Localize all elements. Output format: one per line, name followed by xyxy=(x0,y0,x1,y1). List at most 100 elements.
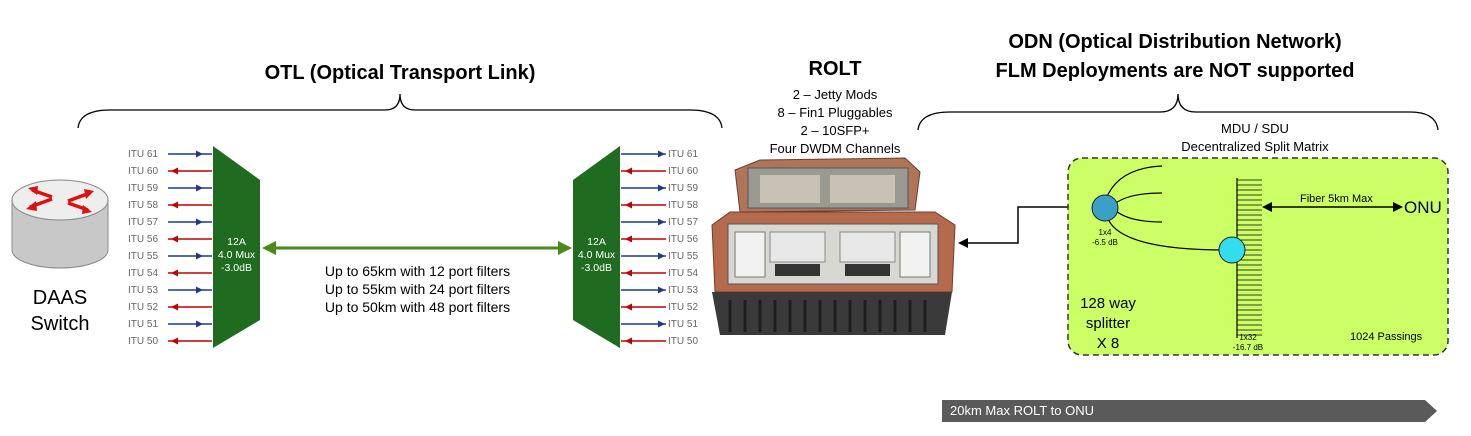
left-channel-arrow xyxy=(168,184,212,192)
left-channel-label: ITU 61 xyxy=(128,149,159,160)
rolt-spec-dwdm: Four DWDM Channels xyxy=(769,141,901,156)
reach-12-port: Up to 65km with 12 port filters xyxy=(324,263,511,279)
right-channel-label: ITU 50 xyxy=(668,336,699,347)
right-channel-label: ITU 61 xyxy=(668,149,699,160)
left-channel-arrow xyxy=(168,235,212,243)
rolt-spec-jetty: 2 – Jetty Mods xyxy=(792,87,878,102)
otl-title: OTL (Optical Transport Link) xyxy=(264,62,536,84)
left-channel-arrow xyxy=(168,167,212,175)
odn-subtitle: FLM Deployments are NOT supported xyxy=(995,60,1355,82)
right-channel-arrow xyxy=(621,320,666,328)
left-channel-label: ITU 57 xyxy=(128,217,159,228)
right-channel-label: ITU 54 xyxy=(668,268,699,279)
right-channel-label: ITU 55 xyxy=(668,251,699,262)
right-channel-label: ITU 57 xyxy=(668,217,699,228)
right-channel-arrow xyxy=(621,218,666,226)
right-mux-label: 12A 4.0 Mux -3.0dB xyxy=(573,236,620,275)
rolt-specs: 2 – Jetty Mods 8 – Fin1 Pluggables 2 – 1… xyxy=(735,86,935,158)
reach-24-port: Up to 55km with 24 port filters xyxy=(324,281,511,297)
splitter-count-label: 128 way splitter X 8 xyxy=(1075,294,1141,354)
right-mux-loss: -3.0dB xyxy=(581,262,612,274)
daas-label-line1: DAAS xyxy=(32,287,88,309)
onu-label: ONU xyxy=(1404,198,1442,217)
left-channel-label: ITU 59 xyxy=(128,183,159,194)
splitter1-ratio: 1x4 xyxy=(1098,228,1112,237)
left-channel-label: ITU 56 xyxy=(128,234,159,245)
rolt-spec-sfp: 2 – 10SFP+ xyxy=(800,123,870,138)
left-channel-label: ITU 50 xyxy=(128,336,159,347)
splitter-1x4 xyxy=(1091,194,1119,222)
left-channel-arrow xyxy=(168,337,212,345)
splitter1-label: 1x4 -6.5 dB xyxy=(1084,228,1126,248)
daas-label-line2: Switch xyxy=(30,313,90,335)
fiber-label: Fiber 5km Max xyxy=(1300,193,1373,205)
range-arrow xyxy=(942,400,1437,422)
odn-brace xyxy=(917,93,1439,131)
left-channel-label: ITU 53 xyxy=(128,285,159,296)
rolt-spec-fin1: 8 – Fin1 Pluggables xyxy=(777,105,893,120)
right-mux-filter xyxy=(573,146,620,348)
reach-48-port: Up to 50km with 48 port filters xyxy=(324,299,511,315)
left-channel-arrow xyxy=(168,303,212,311)
right-channel-label: ITU 60 xyxy=(668,166,699,177)
splitter-count-line1: 128 way xyxy=(1080,295,1136,312)
left-channel-arrow xyxy=(168,286,212,294)
router-icon xyxy=(11,179,109,269)
splitter2-loss: -16.7 dB xyxy=(1232,343,1264,352)
range-label: 20km Max ROLT to ONU xyxy=(950,403,1094,418)
right-channel-arrow xyxy=(621,337,666,345)
left-channel-arrow xyxy=(168,252,212,260)
left-channel-label: ITU 60 xyxy=(128,166,159,177)
left-mux-loss: -3.0dB xyxy=(221,262,252,274)
right-channel-label: ITU 52 xyxy=(668,302,699,313)
right-channel-arrow xyxy=(621,235,666,243)
left-channel-arrow xyxy=(168,269,212,277)
left-channel-arrow xyxy=(168,320,212,328)
right-channel-arrow xyxy=(621,167,666,175)
right-channel-label: ITU 51 xyxy=(668,319,699,330)
left-channel-label: ITU 54 xyxy=(128,268,159,279)
right-mux-type: 4.0 Mux xyxy=(577,249,616,261)
daas-switch-label: DAAS Switch xyxy=(18,285,102,337)
rolt-title: ROLT xyxy=(808,58,862,80)
splitter-count-line3: X 8 xyxy=(1096,335,1120,352)
left-channel-list: ITU 61 ITU 60 ITU 59 ITU 58 ITU 57 ITU 56 ITU … xyxy=(128,146,168,350)
right-channel-arrow xyxy=(621,201,666,209)
otl-brace xyxy=(77,93,723,129)
left-channel-arrow xyxy=(168,150,212,158)
splitter1-loss: -6.5 dB xyxy=(1092,238,1118,247)
right-channel-arrow xyxy=(621,303,666,311)
passings-label: 1024 Passings xyxy=(1350,331,1423,343)
right-channel-arrow xyxy=(621,252,666,260)
reach-notes: Up to 65km with 12 port filters Up to 55… xyxy=(290,262,545,316)
left-channel-label: ITU 55 xyxy=(128,251,159,262)
splitter2-label: 1x32 -16.7 dB xyxy=(1228,333,1268,353)
left-mux-ports: 12A xyxy=(227,236,246,248)
right-channel-arrow xyxy=(621,184,666,192)
mdu-title: MDU / SDU xyxy=(1221,121,1289,136)
fiber-arrow xyxy=(1262,202,1403,212)
left-channel-label: ITU 52 xyxy=(128,302,159,313)
right-channel-label: ITU 56 xyxy=(668,234,699,245)
right-channel-arrow xyxy=(621,269,666,277)
left-mux-type: 4.0 Mux xyxy=(217,249,256,261)
splitter2-ratio: 1x32 xyxy=(1239,333,1257,342)
odn-title: ODN (Optical Distribution Network) xyxy=(1008,31,1342,53)
right-channel-arrow xyxy=(621,150,666,158)
left-channel-arrow xyxy=(168,218,212,226)
rolt-device-image xyxy=(711,157,956,335)
left-channel-label: ITU 58 xyxy=(128,200,159,211)
left-mux-filter xyxy=(213,146,260,348)
right-channel-arrow xyxy=(621,286,666,294)
splitter-1x32-ports xyxy=(1237,179,1262,336)
right-channel-label: ITU 53 xyxy=(668,285,699,296)
splitter-1x32 xyxy=(1218,236,1246,264)
splitter-count-line2: splitter xyxy=(1085,315,1131,332)
right-channel-label: ITU 58 xyxy=(668,200,699,211)
splitter-fanout xyxy=(1105,165,1227,251)
otl-link-arrow xyxy=(262,241,572,255)
left-channel-label: ITU 51 xyxy=(128,319,159,330)
left-channel-arrow xyxy=(168,201,212,209)
